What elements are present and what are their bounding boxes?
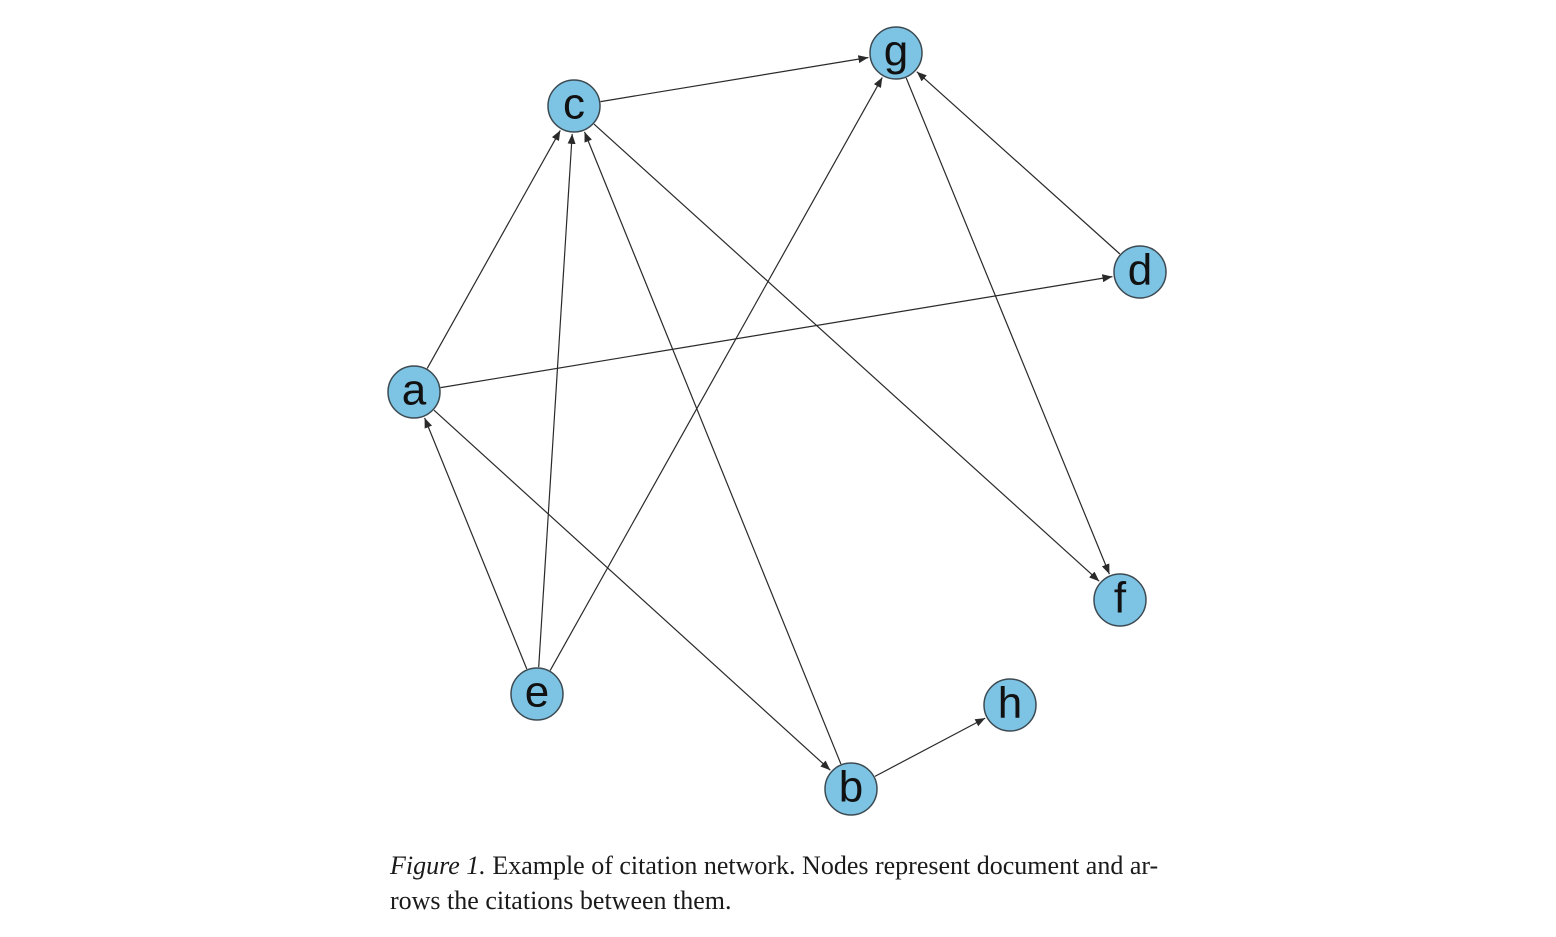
node-c: c — [547, 79, 601, 133]
node-a-circle — [387, 365, 441, 419]
edge-g-to-f — [905, 77, 1110, 575]
node-d: d — [1113, 245, 1167, 299]
node-b-label: b — [839, 763, 863, 812]
node-c-circle — [547, 79, 601, 133]
caption-text-line2: rows the citations between them. — [390, 886, 732, 915]
node-d-label: d — [1128, 246, 1152, 295]
node-layer: a b c d e f g h — [387, 26, 1167, 816]
node-g: g — [869, 26, 923, 80]
node-b-circle — [824, 762, 878, 816]
node-e: e — [510, 667, 564, 721]
node-g-circle — [869, 26, 923, 80]
edge-e-to-c — [538, 133, 576, 668]
edge-e-to-g — [549, 77, 883, 671]
edge-a-to-c — [426, 130, 561, 369]
node-h-circle — [983, 678, 1037, 732]
node-c-label: c — [563, 80, 585, 129]
caption-label: Figure 1. — [390, 851, 486, 880]
edge-b-to-c — [583, 131, 842, 765]
edge-d-to-g — [916, 71, 1121, 255]
node-g-label: g — [884, 27, 908, 76]
edge-layer — [424, 55, 1121, 777]
node-e-circle — [510, 667, 564, 721]
edge-b-to-h — [874, 717, 986, 777]
node-f: f — [1093, 573, 1147, 627]
edge-c-to-f — [593, 123, 1100, 582]
node-f-label: f — [1114, 574, 1127, 623]
node-h-label: h — [998, 679, 1022, 728]
figure-caption: Figure 1. Example of citation network. N… — [390, 848, 1180, 918]
citation-network-diagram: a b c d e f g h — [387, 26, 1167, 816]
node-f-circle — [1093, 573, 1147, 627]
node-a-label: a — [402, 366, 427, 415]
edge-e-to-a — [424, 417, 528, 670]
edge-a-to-d — [440, 274, 1113, 389]
node-b: b — [824, 762, 878, 816]
edge-c-to-g — [600, 55, 869, 103]
node-h: h — [983, 678, 1037, 732]
node-a: a — [387, 365, 441, 419]
edge-a-to-b — [433, 409, 831, 771]
caption-text-line1: Example of citation network. Nodes repre… — [492, 851, 1159, 880]
node-d-circle — [1113, 245, 1167, 299]
node-e-label: e — [525, 668, 549, 717]
